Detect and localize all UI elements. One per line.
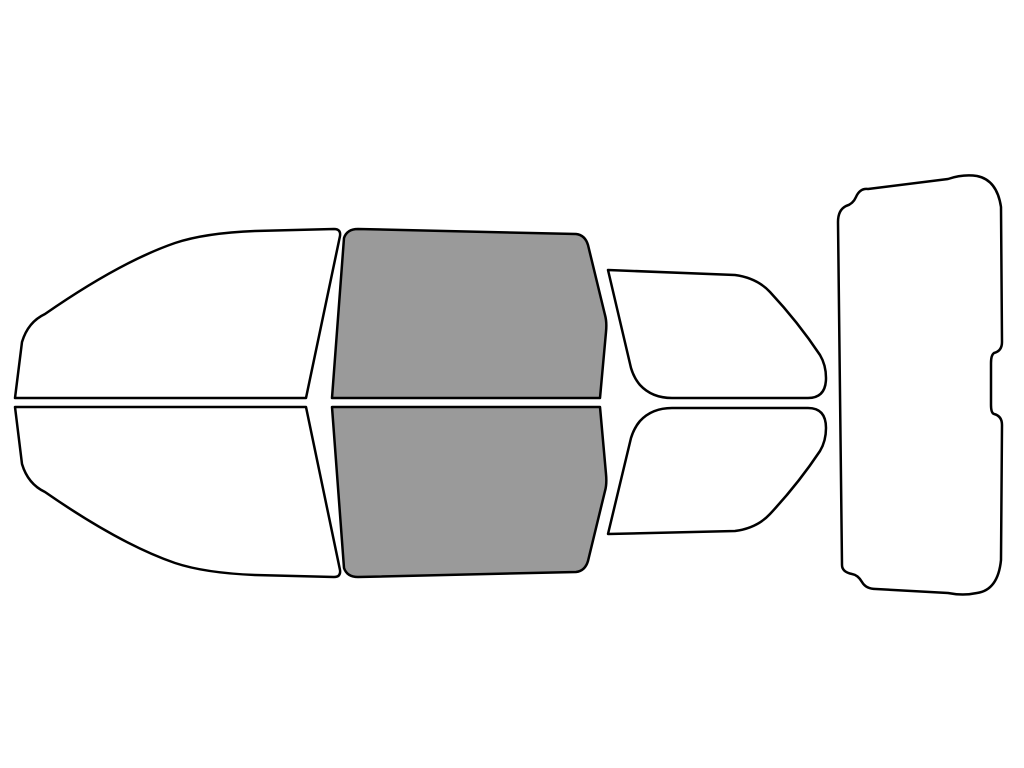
rear-windshield[interactable] xyxy=(836,174,1004,596)
front-left-window[interactable] xyxy=(13,227,342,400)
front-right-window[interactable] xyxy=(13,405,342,579)
rear-right-window[interactable] xyxy=(330,405,608,579)
rear-left-quarter-window[interactable] xyxy=(606,268,828,400)
rear-left-window[interactable] xyxy=(330,227,608,400)
rear-right-quarter-window[interactable] xyxy=(606,406,828,536)
